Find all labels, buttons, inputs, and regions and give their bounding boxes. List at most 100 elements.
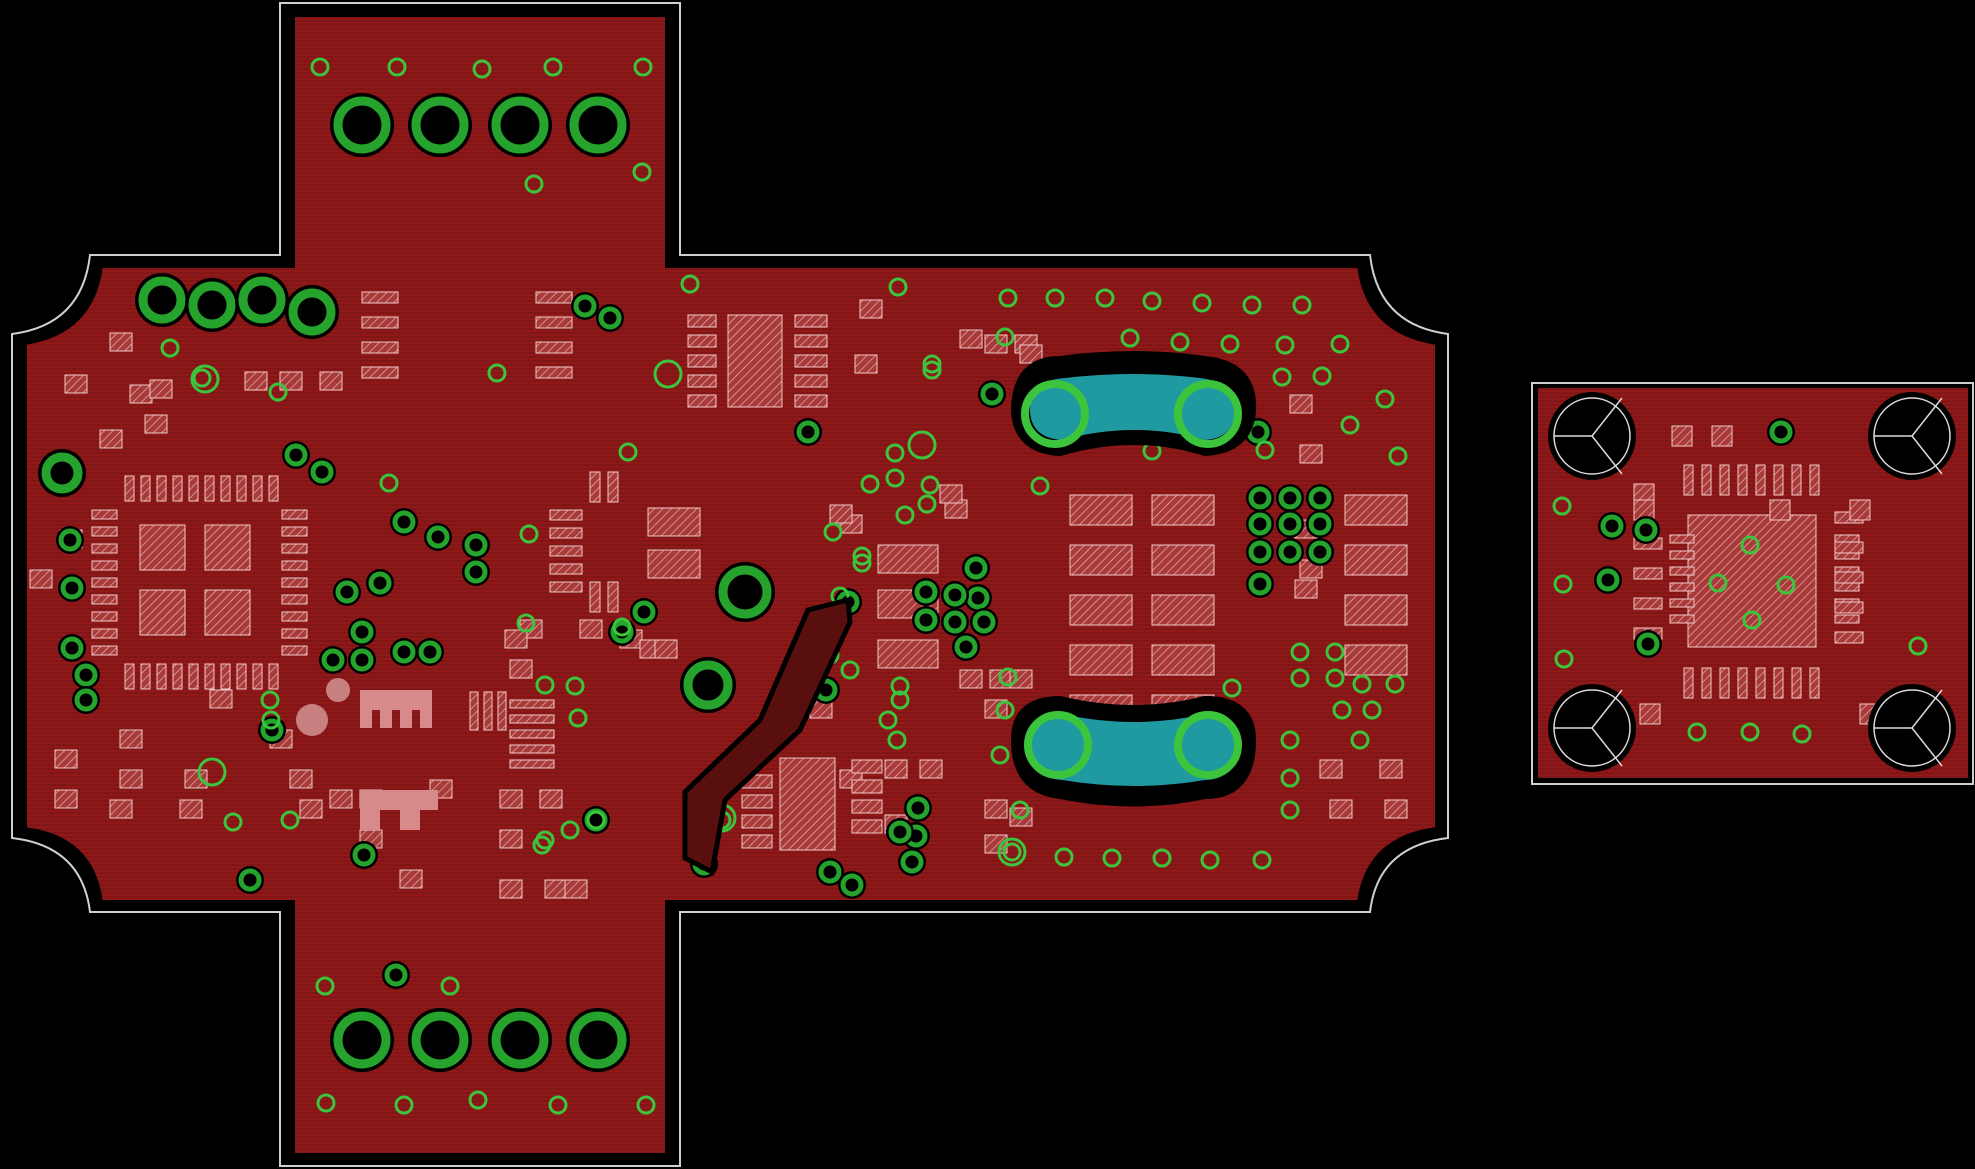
smd-pad[interactable] [1701,464,1712,496]
smd-pad[interactable] [727,314,783,408]
smd-pad[interactable] [1791,464,1802,496]
via[interactable] [840,873,864,897]
smd-pad[interactable] [497,691,507,731]
smd-pad[interactable] [91,628,118,639]
smd-pad[interactable] [1809,667,1820,699]
via[interactable] [1312,366,1332,386]
via[interactable] [920,475,940,495]
via[interactable] [1248,572,1272,596]
via[interactable] [268,382,288,402]
smd-pad[interactable] [1299,444,1323,464]
through-hole[interactable] [288,288,336,336]
smd-pad[interactable] [1834,571,1864,584]
via[interactable] [990,745,1010,765]
smd-pad[interactable] [1719,667,1730,699]
via[interactable] [610,620,634,644]
smd-pad[interactable] [209,689,233,709]
via[interactable] [598,306,622,330]
via[interactable] [1280,768,1300,788]
smd-pad[interactable] [1151,544,1215,576]
via[interactable] [1687,722,1707,742]
smd-pad[interactable] [579,619,603,639]
via[interactable] [260,718,284,742]
via[interactable] [922,354,942,374]
smd-pad[interactable] [140,663,151,690]
via[interactable] [943,583,967,607]
smd-pad[interactable] [172,475,183,502]
test-point[interactable] [907,430,937,460]
smd-pad[interactable] [1069,594,1133,626]
via[interactable] [1192,293,1212,313]
smd-pad[interactable] [1069,494,1133,526]
smd-pad[interactable] [741,794,773,809]
smd-pad[interactable] [741,814,773,829]
via[interactable] [1030,476,1050,496]
smd-pad[interactable] [1294,579,1318,599]
smd-pad[interactable] [877,639,939,669]
via[interactable] [321,648,345,672]
through-hole[interactable] [188,281,236,329]
via[interactable] [379,473,399,493]
via[interactable] [1278,512,1302,536]
smd-pad[interactable] [589,581,601,613]
smd-pad[interactable] [204,663,215,690]
smd-pad[interactable] [281,611,308,622]
via[interactable] [878,710,898,730]
smd-pad[interactable] [1849,499,1871,521]
smd-pad[interactable] [1633,597,1663,610]
smd-pad[interactable] [509,729,555,739]
smd-pad[interactable] [140,475,151,502]
smd-pad[interactable] [469,691,479,731]
smd-pad[interactable] [1289,394,1313,414]
via[interactable] [1045,288,1065,308]
via[interactable] [1272,367,1292,387]
through-hole[interactable] [683,660,733,710]
via[interactable] [543,57,563,77]
smd-pad[interactable] [884,759,908,779]
smd-pad[interactable] [54,789,78,809]
smd-pad[interactable] [281,560,308,571]
smd-pad[interactable] [220,663,231,690]
via[interactable] [618,442,638,462]
smd-pad[interactable] [144,414,168,434]
smd-pad[interactable] [204,524,251,571]
smd-pad[interactable] [687,314,717,328]
smd-pad[interactable] [1019,344,1043,364]
smd-pad[interactable] [29,569,53,589]
smd-pad[interactable] [1834,614,1860,624]
via[interactable] [943,610,967,634]
via[interactable] [1352,674,1372,694]
smd-pad[interactable] [1834,541,1864,554]
through-hole[interactable] [333,1011,391,1069]
via[interactable] [418,640,442,664]
through-hole[interactable] [491,96,549,154]
smd-pad[interactable] [607,581,619,613]
smd-pad[interactable] [361,291,399,304]
smd-pad[interactable] [236,475,247,502]
routed-trace[interactable] [682,596,853,876]
smd-pad[interactable] [1834,631,1864,644]
smd-pad[interactable] [149,379,173,399]
test-point[interactable] [190,364,220,394]
via[interactable] [1554,649,1574,669]
smd-pad[interactable] [281,577,308,588]
smd-pad[interactable] [91,526,118,537]
via[interactable] [1095,288,1115,308]
via[interactable] [885,443,905,463]
smd-pad[interactable] [687,374,717,388]
via[interactable] [315,976,335,996]
test-point[interactable] [197,757,227,787]
via[interactable] [840,660,860,680]
via[interactable] [387,57,407,77]
via[interactable] [1222,678,1242,698]
via[interactable] [316,1093,336,1113]
smd-pad[interactable] [535,316,573,329]
via[interactable] [852,546,872,566]
smd-pad[interactable] [1151,644,1215,676]
smd-pad[interactable] [851,759,883,774]
smd-pad[interactable] [1669,534,1695,544]
smd-pad[interactable] [1344,544,1408,576]
via[interactable] [350,648,374,672]
via[interactable] [1142,291,1162,311]
via[interactable] [636,1095,656,1115]
